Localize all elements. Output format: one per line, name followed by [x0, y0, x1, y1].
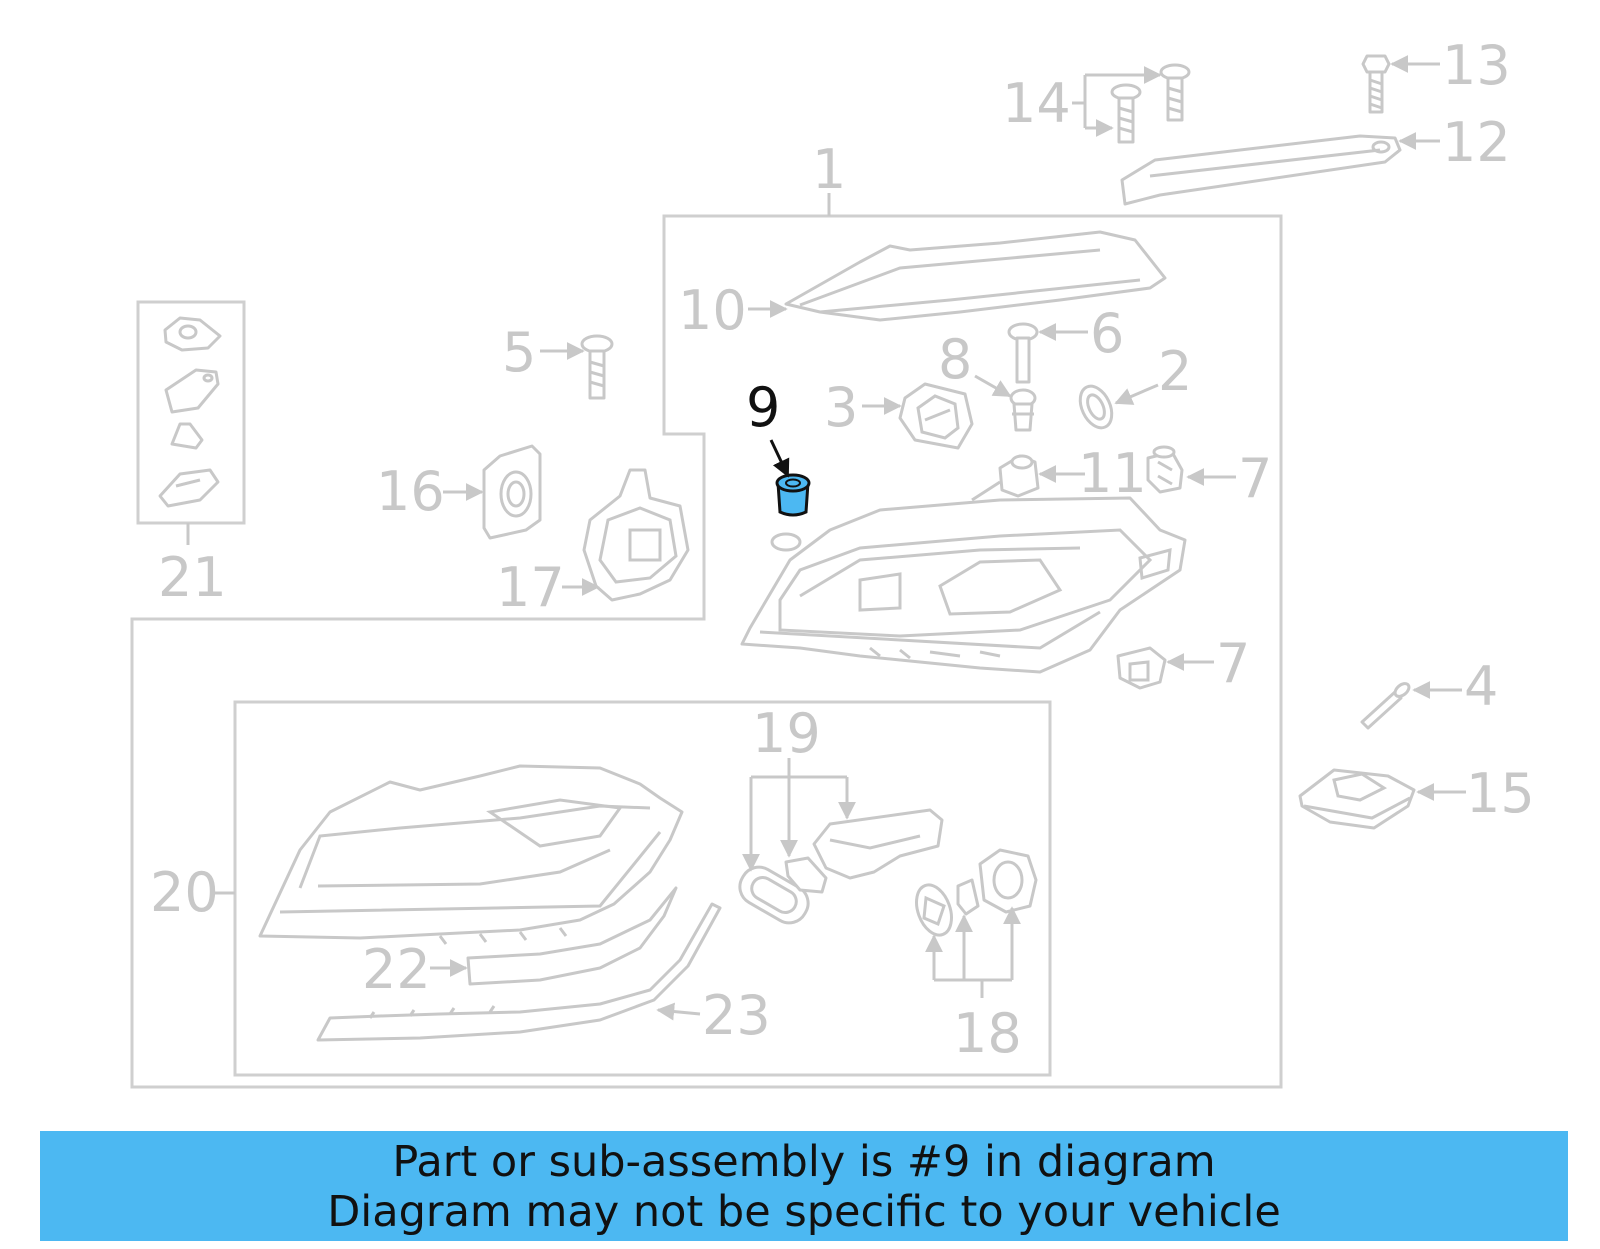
callout-7b: 7: [1216, 632, 1250, 695]
leader-19: [751, 758, 847, 779]
part-19-seals: [738, 808, 944, 925]
leader-14: [1072, 75, 1087, 128]
callout-23: 23: [702, 984, 771, 1047]
part-4-screw: [1360, 682, 1411, 730]
part-5-bolt: [580, 334, 614, 400]
callout-17: 17: [496, 556, 565, 619]
callout-1: 1: [812, 138, 846, 201]
callout-15: 15: [1466, 762, 1535, 825]
part-21-clips: [158, 316, 222, 508]
callout-19: 19: [752, 702, 821, 765]
part-7-clip-upper: [1146, 445, 1184, 494]
callout-11: 11: [1078, 442, 1147, 505]
part-7-clip-lower: [1116, 646, 1167, 690]
leader-23: [656, 1002, 701, 1021]
part-16-bracket: [482, 444, 542, 540]
part-18-socket: [915, 848, 1038, 937]
assembly-outline-1: [130, 214, 1283, 1089]
part-23-trim: [316, 902, 722, 1042]
leader-9: [769, 439, 790, 478]
part-11-bulb: [971, 454, 1040, 502]
callout-8: 8: [938, 328, 972, 391]
part-22-strip: [466, 886, 678, 986]
callout-2: 2: [1158, 340, 1192, 403]
part-14-bolt-a: [1159, 63, 1191, 122]
part-15-module: [1298, 768, 1416, 830]
banner-line-1: Part or sub-assembly is #9 in diagram: [392, 1137, 1216, 1187]
part-13-bolt: [1361, 54, 1391, 114]
info-banner: Part or sub-assembly is #9 in diagram Di…: [40, 1131, 1568, 1241]
callout-14: 14: [1002, 72, 1071, 135]
callout-16: 16: [376, 460, 445, 523]
callout-4: 4: [1464, 655, 1498, 718]
callout-20: 20: [150, 861, 219, 924]
part-2-grommet: [1078, 384, 1114, 430]
part-20-headlamp: [258, 764, 684, 945]
group-box-21: [136, 300, 246, 525]
part-17-housing: [582, 468, 690, 602]
callout-12: 12: [1442, 111, 1511, 174]
callout-21: 21: [158, 546, 227, 609]
leader-18: [934, 978, 1012, 998]
leader-2: [1114, 383, 1159, 405]
callout-6: 6: [1090, 302, 1124, 365]
part-14-bolt-b: [1110, 83, 1142, 144]
callout-7a: 7: [1238, 447, 1272, 510]
banner-line-2: Diagram may not be specific to your vehi…: [327, 1187, 1281, 1237]
part-12-bracket: [1120, 134, 1402, 206]
group-box-20: [233, 700, 1052, 1077]
callout-10: 10: [678, 279, 747, 342]
part-8-clip: [1009, 388, 1037, 432]
part-1-headlamp-assembly: [740, 496, 1187, 674]
callout-5: 5: [502, 321, 536, 384]
part-6-screw: [1007, 322, 1039, 384]
callout-22: 22: [362, 938, 431, 1001]
callout-3: 3: [824, 376, 858, 439]
callout-13: 13: [1442, 34, 1511, 97]
part-3-cover: [898, 382, 974, 450]
callout-18: 18: [953, 1002, 1022, 1065]
leader-8: [974, 374, 1012, 398]
part-9-clip-highlighted: [775, 473, 811, 517]
callout-9: 9: [746, 376, 780, 439]
